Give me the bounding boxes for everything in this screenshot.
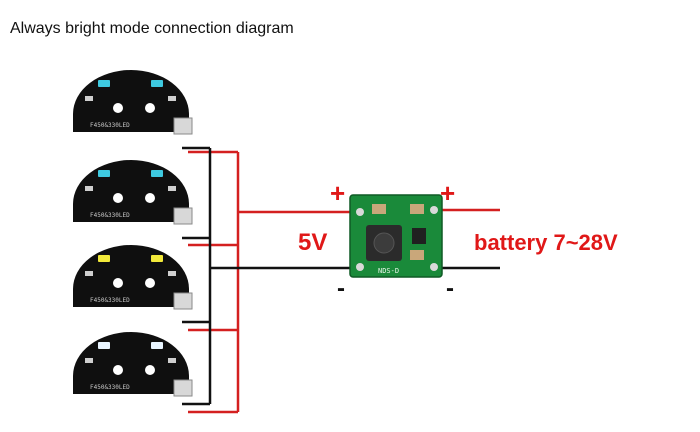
resistor (85, 96, 93, 101)
output-voltage-label: 5V (298, 229, 327, 256)
pad-out-plus (356, 208, 364, 216)
mount-hole (113, 365, 123, 375)
capacitor (410, 250, 424, 260)
labels: + + 5V battery 7~28V - - (298, 178, 618, 302)
input-voltage-label: battery 7~28V (474, 230, 618, 255)
diagram-title: Always bright mode connection diagram (10, 20, 294, 37)
connector (173, 117, 193, 135)
output-minus-sign: - (337, 275, 345, 302)
resistor (85, 271, 93, 276)
led-right (151, 342, 163, 349)
connector (173, 379, 193, 397)
resistor (85, 186, 93, 191)
resistor (168, 96, 176, 101)
buck-converter-module: NDS-D (349, 194, 443, 278)
connector (173, 207, 193, 225)
led-left (98, 80, 110, 87)
led-left (98, 170, 110, 177)
pcb-label: F450&330LED (90, 297, 130, 304)
mount-hole (145, 278, 155, 288)
led-right (151, 170, 163, 177)
led-left (98, 255, 110, 262)
capacitor (410, 204, 424, 214)
mount-hole (145, 365, 155, 375)
mount-hole (145, 193, 155, 203)
wiring (182, 146, 500, 414)
resistor (168, 358, 176, 363)
capacitor (372, 204, 386, 214)
pcb-label: F450&330LED (90, 384, 130, 391)
inductor-core (373, 232, 395, 254)
led-right (151, 80, 163, 87)
led-left (98, 342, 110, 349)
connector (173, 292, 193, 310)
resistor (168, 271, 176, 276)
output-plus-sign: + (330, 178, 345, 208)
led-board-2: F450&330LED (73, 160, 193, 225)
input-plus-sign: + (440, 178, 455, 208)
input-minus-sign: - (446, 275, 454, 302)
led-right (151, 255, 163, 262)
led-board-4: F450&330LED (73, 332, 193, 397)
pad-in-minus (430, 263, 438, 271)
positive-bus-wire (188, 150, 352, 414)
mount-hole (113, 193, 123, 203)
mount-hole (113, 278, 123, 288)
mount-hole (113, 103, 123, 113)
negative-bus-wire (182, 146, 352, 406)
ic-chip (412, 228, 426, 244)
pcb-label: F450&330LED (90, 212, 130, 219)
led-board-3: F450&330LED (73, 245, 193, 310)
led-board-1: F450&330LED (73, 70, 193, 135)
mount-hole (145, 103, 155, 113)
resistor (168, 186, 176, 191)
pcb-label: F450&330LED (90, 122, 130, 129)
pad-in-plus (430, 206, 438, 214)
pad-out-minus (356, 263, 364, 271)
module-silk-label: NDS-D (378, 267, 399, 275)
resistor (85, 358, 93, 363)
